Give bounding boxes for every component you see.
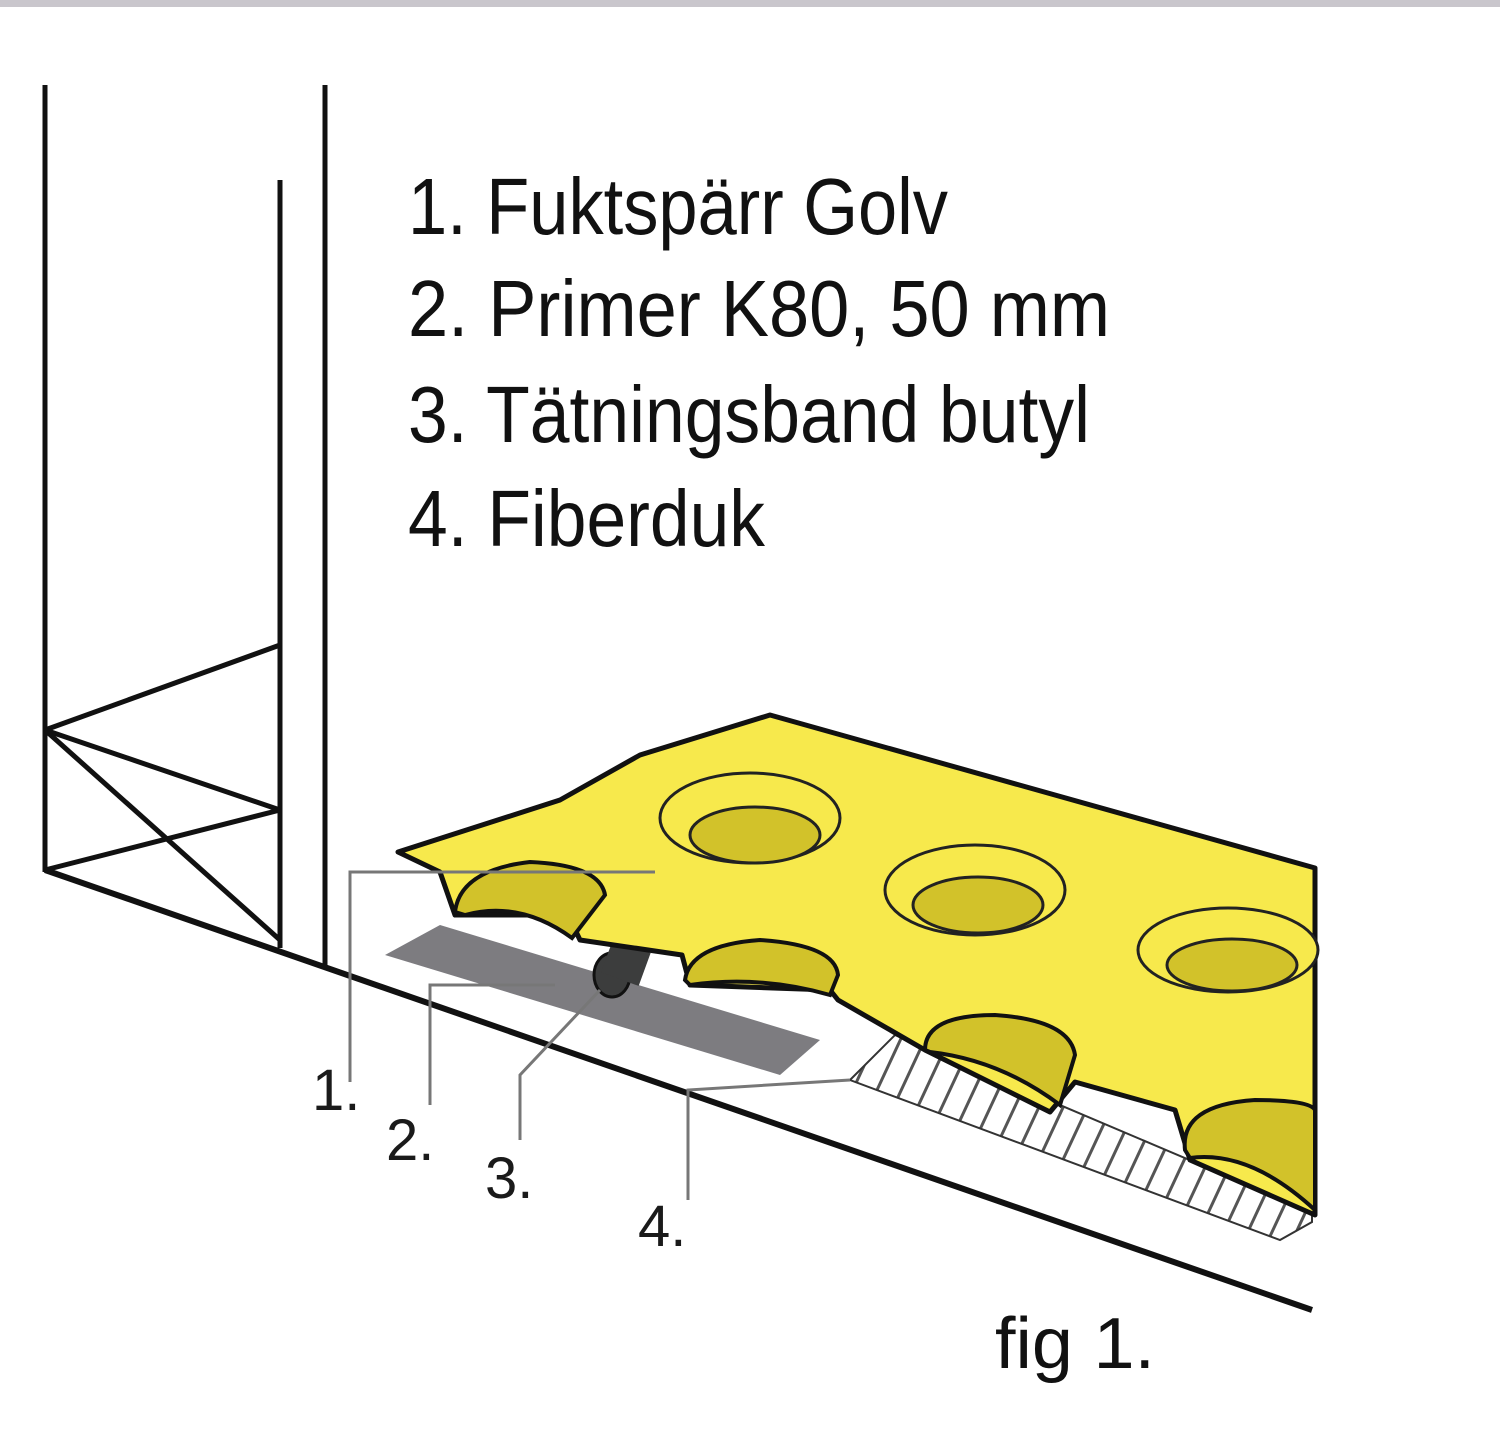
legend: 1. Fuktspärr Golv 2. Primer K80, 50 mm 3… — [408, 162, 1110, 563]
legend-item-4: 4. Fiberduk — [408, 474, 766, 563]
legend-item-3: 3. Tätningsband butyl — [408, 370, 1090, 459]
figure-caption: fig 1. — [995, 1304, 1155, 1384]
primer-strip — [385, 925, 820, 1075]
callout-1: 1. — [312, 1058, 360, 1123]
legend-item-2: 2. Primer K80, 50 mm — [408, 264, 1110, 353]
fiber-cloth — [848, 1033, 1313, 1242]
leader-lines — [348, 870, 851, 1200]
legend-item-1: 1. Fuktspärr Golv — [408, 162, 948, 251]
callout-2: 2. — [386, 1108, 434, 1173]
wall-frame — [42, 85, 328, 966]
floor-line — [44, 867, 1313, 1313]
callout-4: 4. — [638, 1194, 686, 1259]
top-border — [0, 0, 1500, 7]
callout-3: 3. — [485, 1146, 533, 1211]
moisture-barrier-membrane — [395, 712, 1320, 1218]
